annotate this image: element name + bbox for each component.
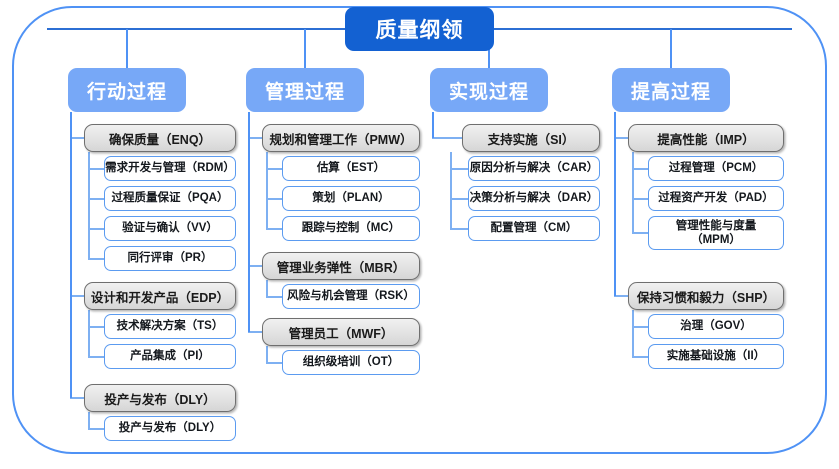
leaf-box[interactable]: 过程质量保证（PQA） — [104, 186, 236, 211]
child-spine — [266, 152, 268, 229]
leaf-box[interactable]: 同行评审（PR） — [104, 246, 236, 271]
leaf-connector — [632, 167, 648, 170]
child-spine — [88, 310, 90, 357]
diagram-title: 质量纲领 — [345, 7, 494, 51]
leaf-box[interactable]: 实施基础设施（II） — [648, 344, 784, 369]
group-connector — [248, 137, 262, 139]
leaf-connector — [88, 355, 104, 358]
trunk-drop-4 — [670, 29, 672, 68]
leaf-connector — [266, 197, 282, 200]
group-connector — [248, 331, 262, 333]
leaf-box[interactable]: 技术解决方案（TS） — [104, 314, 236, 339]
group-box[interactable]: 投产与发布（DLY） — [84, 384, 236, 412]
leaf-connector — [88, 427, 104, 430]
group-box[interactable]: 管理员工（MWF） — [262, 318, 420, 346]
leaf-box[interactable]: 决策分析与解决（DAR） — [468, 186, 600, 211]
column-spine — [614, 112, 616, 296]
column-header-3[interactable]: 实现过程 — [430, 68, 548, 112]
group-box[interactable]: 设计和开发产品（EDP） — [84, 282, 236, 310]
group-box[interactable]: 支持实施（SI） — [462, 124, 600, 152]
leaf-box[interactable]: 风险与机会管理（RSK） — [282, 284, 420, 309]
group-connector — [70, 295, 84, 297]
column-header-4[interactable]: 提高过程 — [612, 68, 730, 112]
leaf-box[interactable]: 配置管理（CM） — [468, 216, 600, 241]
column-header-2[interactable]: 管理过程 — [246, 68, 364, 112]
group-box[interactable]: 规划和管理工作（PMW） — [262, 124, 420, 152]
leaf-box[interactable]: 跟踪与控制（MC） — [282, 216, 420, 241]
leaf-connector — [266, 167, 282, 170]
group-connector — [614, 295, 628, 297]
group-box[interactable]: 保持习惯和毅力（SHP） — [628, 282, 784, 310]
child-spine — [450, 152, 452, 229]
trunk-drop-1 — [126, 29, 128, 68]
group-connector — [614, 137, 628, 139]
child-spine — [88, 152, 90, 259]
leaf-connector — [88, 325, 104, 328]
leaf-connector — [266, 295, 282, 298]
group-connector — [248, 265, 262, 267]
trunk-drop-2 — [304, 29, 306, 68]
leaf-connector — [450, 227, 468, 230]
leaf-box[interactable]: 投产与发布（DLY） — [104, 416, 236, 441]
group-connector — [70, 137, 84, 139]
leaf-connector — [632, 355, 648, 358]
column-spine — [248, 112, 250, 332]
group-box[interactable]: 管理业务弹性（MBR） — [262, 252, 420, 280]
leaf-connector — [266, 227, 282, 230]
leaf-box[interactable]: 管理性能与度量（MPM） — [648, 216, 784, 250]
leaf-connector — [88, 197, 104, 200]
leaf-connector — [632, 197, 648, 200]
column-spine — [70, 112, 72, 398]
child-spine — [88, 412, 90, 429]
child-spine — [266, 280, 268, 297]
leaf-box[interactable]: 产品集成（PI） — [104, 344, 236, 369]
leaf-box[interactable]: 需求开发与管理（RDM） — [104, 156, 236, 181]
leaf-box[interactable]: 估算（EST） — [282, 156, 420, 181]
leaf-box[interactable]: 原因分析与解决（CAR） — [468, 156, 600, 181]
column-spine — [432, 112, 434, 138]
child-spine — [266, 346, 268, 363]
child-spine — [632, 310, 634, 357]
leaf-connector — [266, 361, 282, 364]
leaf-connector — [632, 232, 648, 234]
leaf-box[interactable]: 过程资产开发（PAD） — [648, 186, 784, 211]
group-connector — [70, 397, 84, 399]
leaf-connector — [88, 257, 104, 260]
leaf-box[interactable]: 过程管理（PCM） — [648, 156, 784, 181]
group-box[interactable]: 提高性能（IMP） — [628, 124, 784, 152]
leaf-connector — [632, 325, 648, 328]
group-box[interactable]: 确保质量（ENQ） — [84, 124, 236, 152]
group-connector — [432, 137, 462, 139]
leaf-box[interactable]: 组织级培训（OT） — [282, 350, 420, 375]
leaf-connector — [450, 167, 468, 170]
child-spine — [632, 152, 634, 233]
column-header-1[interactable]: 行动过程 — [68, 68, 186, 112]
leaf-box[interactable]: 治理（GOV） — [648, 314, 784, 339]
leaf-box[interactable]: 策划（PLAN） — [282, 186, 420, 211]
leaf-connector — [88, 167, 104, 170]
leaf-connector — [450, 197, 468, 200]
leaf-connector — [88, 227, 104, 230]
leaf-box[interactable]: 验证与确认（VV） — [104, 216, 236, 241]
